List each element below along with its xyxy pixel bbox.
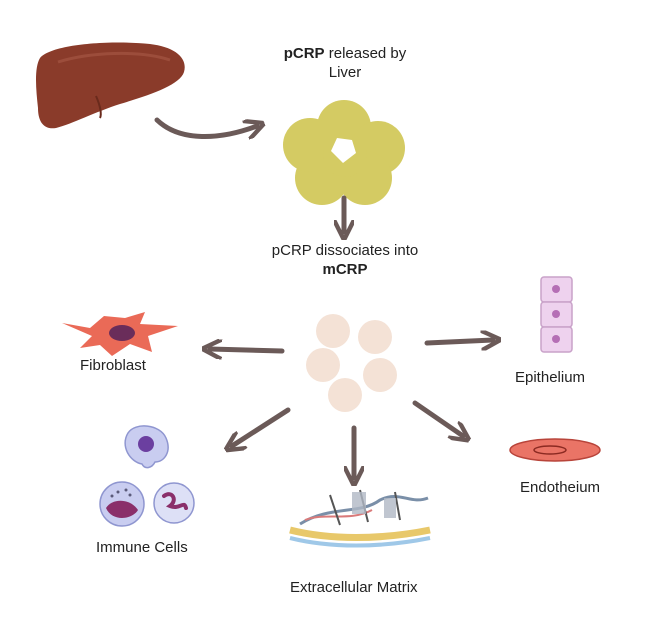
liver-illustration xyxy=(36,42,185,129)
arrow-to-epithelium xyxy=(424,340,493,343)
arrow-liver-to-pcrp xyxy=(154,117,257,137)
ecm-illustration xyxy=(289,489,431,548)
pcrp-line2-text: Liver xyxy=(328,64,362,81)
mcrp-bold-text: mCRP xyxy=(322,261,368,278)
arrow-to-endothelium xyxy=(412,400,463,436)
pcrp-released-label: pCRP released by Liver xyxy=(255,44,435,82)
dissociation-label: pCRP dissociates into mCRP xyxy=(255,241,435,279)
epithelium-illustration xyxy=(540,276,573,353)
arrow-to-fibroblast xyxy=(210,349,285,351)
fibroblast-illustration xyxy=(62,312,178,356)
ecm-label: Extracellular Matrix xyxy=(290,579,418,596)
immune-cells-illustration xyxy=(99,425,195,527)
immune-cells-label: Immune Cells xyxy=(96,539,188,556)
epithelium-label: Epithelium xyxy=(515,369,586,386)
pcrp-rest-text: released by xyxy=(324,45,407,62)
arrow-to-immune-cells xyxy=(232,407,291,446)
dissociation-line1-text: pCRP dissociates into xyxy=(271,242,419,259)
arrows xyxy=(154,117,493,478)
endothelium-illustration xyxy=(509,438,601,462)
mcrp-monomers xyxy=(306,314,397,412)
pcrp-bold-text: pCRP xyxy=(283,45,325,62)
fibroblast-label: Fibroblast xyxy=(80,357,146,374)
endotheium-label: Endotheium xyxy=(520,479,601,496)
pcrp-pentamer xyxy=(283,100,405,205)
